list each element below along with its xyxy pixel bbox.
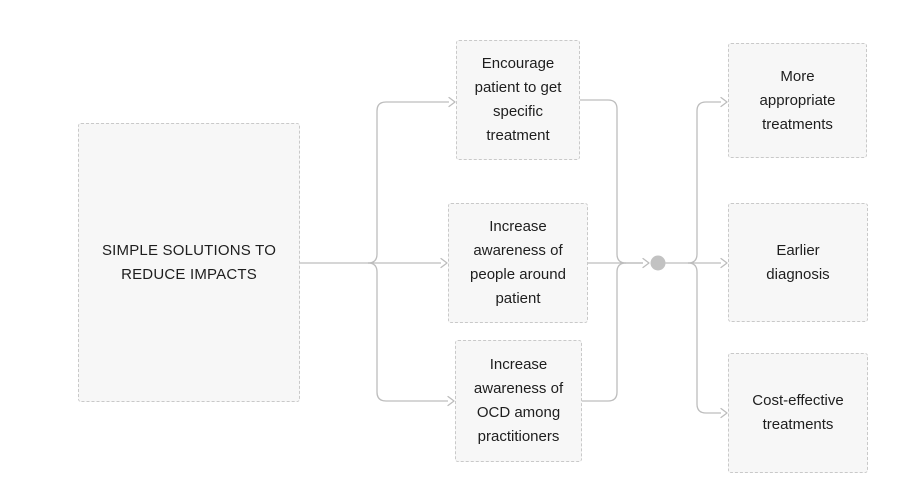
connector-junction-to-outcome-3 [687, 262, 721, 414]
node-outcome-2[interactable]: Earlier diagnosis [728, 203, 868, 322]
arrowhead-solution-1-icon [448, 96, 456, 108]
node-solution-2[interactable]: Increase awareness of people around pati… [448, 203, 588, 323]
connector-solution-3-to-junction [582, 262, 627, 402]
connector-root-to-solution-1 [367, 101, 449, 264]
connector-root-to-solution-3 [367, 262, 448, 402]
arrowhead-solution-3-icon [447, 395, 455, 407]
node-root[interactable]: SIMPLE SOLUTIONS TO REDUCE IMPACTS [78, 123, 300, 402]
node-solution-3[interactable]: Increase awareness of OCD among practiti… [455, 340, 582, 462]
node-solution-2-label: Increase awareness of people around pati… [470, 218, 566, 307]
node-root-label: SIMPLE SOLUTIONS TO REDUCE IMPACTS [101, 241, 277, 283]
node-outcome-1[interactable]: More appropriate treatments [728, 43, 867, 158]
node-solution-3-label: Increase awareness of OCD among practiti… [473, 356, 564, 445]
arrowhead-outcome-3-icon [720, 407, 728, 419]
arrowhead-outcome-2-icon [720, 257, 728, 269]
arrowhead-solution-2-icon [440, 257, 448, 269]
node-solution-1[interactable]: Encourage patient to get specific treatm… [456, 40, 580, 160]
node-outcome-2-label: Earlier diagnosis [766, 241, 830, 283]
connector-solution-1-to-junction [580, 99, 643, 264]
node-outcome-3[interactable]: Cost-effective treatments [728, 353, 868, 473]
connector-junction-to-outcome-1 [687, 101, 721, 264]
junction-dot [650, 255, 666, 271]
node-outcome-1-label: More appropriate treatments [759, 67, 836, 133]
node-outcome-3-label: Cost-effective treatments [752, 392, 844, 433]
node-solution-1-label: Encourage patient to get specific treatm… [474, 55, 562, 144]
arrowhead-junction-icon [642, 257, 650, 269]
arrowhead-outcome-1-icon [720, 96, 728, 108]
